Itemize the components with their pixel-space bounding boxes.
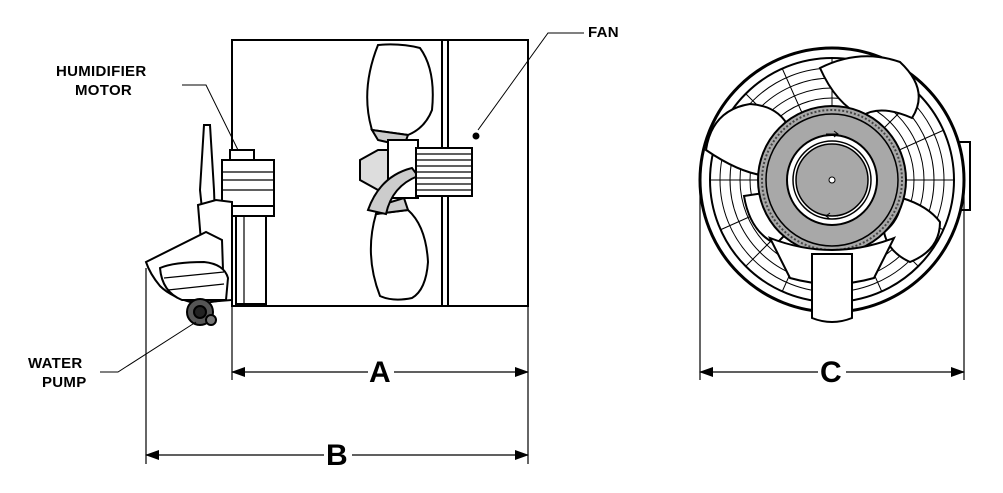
- front-view: [698, 46, 971, 323]
- side-view: [144, 39, 529, 326]
- dimension-c: [699, 180, 965, 380]
- mount-bracket: [767, 236, 897, 323]
- water-pump: [186, 298, 217, 326]
- humidifier-body: [144, 124, 233, 306]
- water-pump-label-line1: WATER: [28, 355, 83, 372]
- hub-center-icon: [828, 176, 836, 184]
- humidifier-label-line2: MOTOR: [75, 82, 133, 99]
- fan-motor: [415, 147, 473, 197]
- leader-lines: [100, 32, 584, 373]
- dimension-a: [231, 306, 529, 380]
- fan-blades: [359, 43, 434, 301]
- dimension-b: [145, 268, 529, 464]
- dimension-a-label: A: [369, 356, 391, 389]
- fan-label: FAN: [588, 24, 619, 41]
- humidifier-label-line1: HUMIDIFIER: [56, 63, 147, 80]
- dimension-b-label: B: [326, 439, 348, 472]
- water-pump-label-line2: PUMP: [42, 374, 87, 391]
- dimension-c-label: C: [820, 356, 842, 389]
